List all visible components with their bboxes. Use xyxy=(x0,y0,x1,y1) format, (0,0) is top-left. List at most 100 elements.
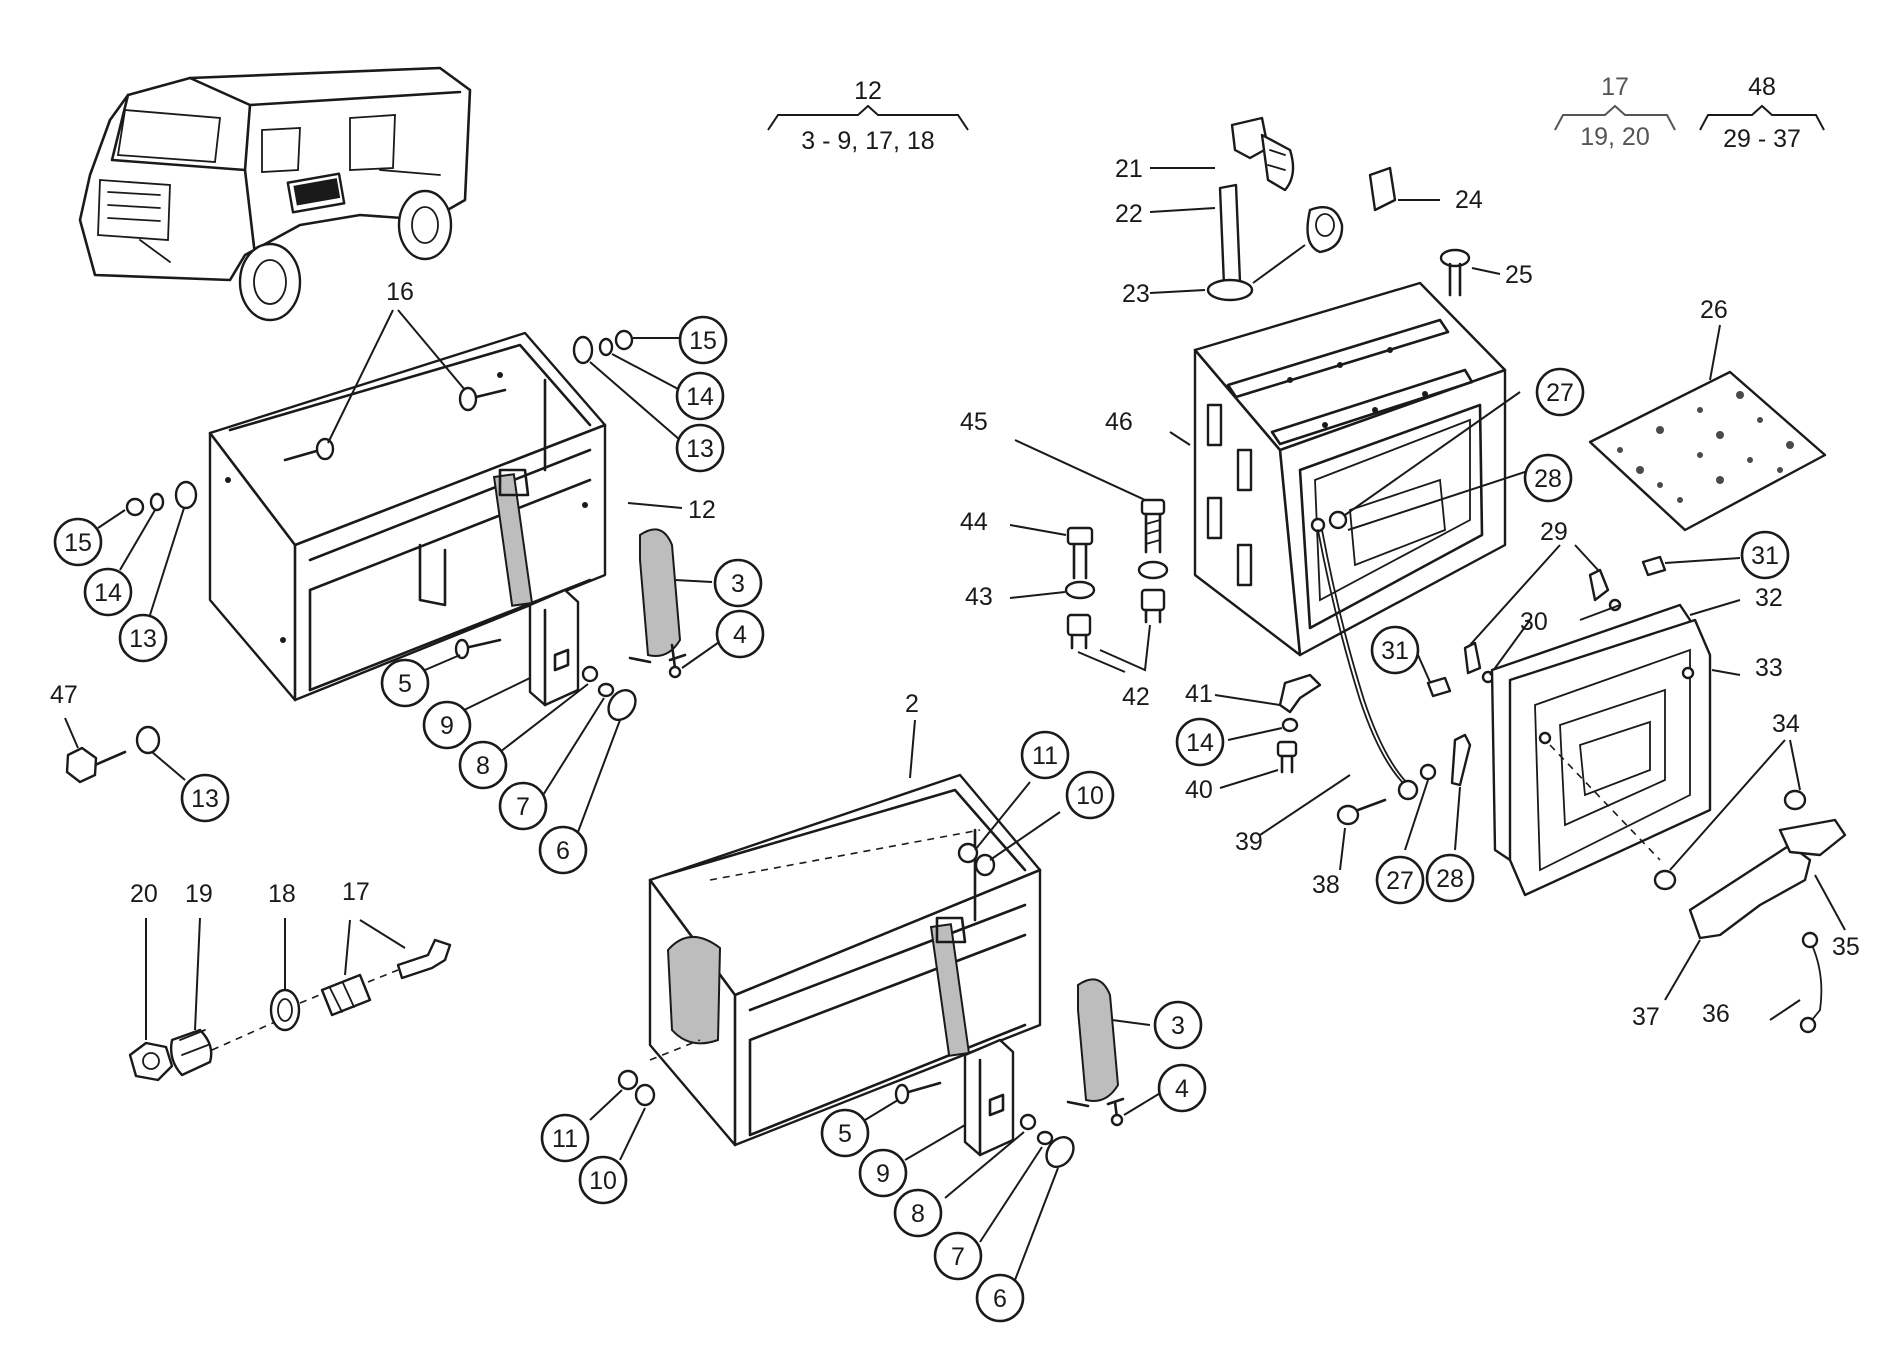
part-label-22: 22 xyxy=(1115,200,1143,228)
group-child-range: 3 - 9, 17, 18 xyxy=(801,127,934,155)
callout-11: 11 xyxy=(1020,730,1070,780)
part-label-20: 20 xyxy=(130,880,158,908)
part-label-25: 25 xyxy=(1505,261,1533,289)
part-label-45: 45 xyxy=(960,408,988,436)
part-label-40: 40 xyxy=(1185,776,1213,804)
part-label-32: 32 xyxy=(1755,584,1783,612)
svg-text:13: 13 xyxy=(129,625,157,653)
svg-text:27: 27 xyxy=(1386,867,1414,895)
clips-29-31: 29 30 xyxy=(1426,518,1741,698)
svg-text:4: 4 xyxy=(733,621,747,649)
callout-10: 10 xyxy=(1065,770,1115,820)
callout-14: 14 xyxy=(83,567,133,617)
svg-text:14: 14 xyxy=(94,579,122,607)
svg-text:31: 31 xyxy=(1381,637,1409,665)
svg-text:15: 15 xyxy=(64,529,92,557)
callout-9: 9 xyxy=(422,700,472,750)
svg-text:14: 14 xyxy=(1186,729,1214,757)
group-parent-number: 17 xyxy=(1601,73,1629,101)
callout-3: 3 xyxy=(713,558,763,608)
callout-28: 28 xyxy=(1523,453,1573,503)
callout-11: 11 xyxy=(540,1113,590,1163)
svg-text:6: 6 xyxy=(993,1285,1007,1313)
lock-assembly: 20 19 18 17 xyxy=(128,878,452,1082)
group-parent-number: 12 xyxy=(854,77,882,105)
svg-text:3: 3 xyxy=(731,570,745,598)
svg-text:4: 4 xyxy=(1175,1075,1189,1103)
tool-box-upper xyxy=(208,331,607,702)
callout-6: 6 xyxy=(538,825,588,875)
part-label-38: 38 xyxy=(1312,871,1340,899)
handle-34-37: 34 35 36 37 xyxy=(1632,710,1860,1034)
svg-text:15: 15 xyxy=(689,327,717,355)
callout-28: 28 xyxy=(1425,853,1475,903)
group-child-range: 29 - 37 xyxy=(1723,125,1801,153)
part-label-43: 43 xyxy=(965,583,993,611)
bolts-42-45: 45 44 43 42 xyxy=(960,408,1169,711)
part-label-42: 42 xyxy=(1122,683,1150,711)
svg-text:31: 31 xyxy=(1751,542,1779,570)
svg-text:28: 28 xyxy=(1436,865,1464,893)
callout-14: 14 xyxy=(1175,717,1225,767)
part-label-29: 29 xyxy=(1540,518,1568,546)
svg-text:7: 7 xyxy=(516,793,530,821)
svg-text:10: 10 xyxy=(1076,782,1104,810)
part-label-35: 35 xyxy=(1832,933,1860,961)
callout-9: 9 xyxy=(858,1148,908,1198)
callout-4: 4 xyxy=(715,609,765,659)
callout-13: 13 xyxy=(675,423,725,473)
gasket-26: 26 xyxy=(1588,296,1827,532)
part-label-37: 37 xyxy=(1632,1003,1660,1031)
callout-27: 27 xyxy=(1535,367,1585,417)
svg-text:3: 3 xyxy=(1171,1012,1185,1040)
lid-32-33: 32 33 xyxy=(1490,584,1783,897)
part-label-17: 17 xyxy=(342,878,370,906)
filler-pipe: 21 22 23 xyxy=(1115,116,1344,308)
part-label-39: 39 xyxy=(1235,828,1263,856)
part-label-23: 23 xyxy=(1122,280,1150,308)
callout-10: 10 xyxy=(578,1155,628,1205)
callout-31: 31 xyxy=(1370,625,1420,675)
callout-13: 13 xyxy=(180,773,230,823)
callout-13: 13 xyxy=(118,613,168,663)
svg-text:27: 27 xyxy=(1546,379,1574,407)
part-label-19: 19 xyxy=(185,880,213,908)
tool-box-lower: 2 xyxy=(589,690,1061,1161)
callout-14: 14 xyxy=(675,371,725,421)
group-bracket-17: 17 19, 20 xyxy=(1554,73,1676,151)
callout-15: 15 xyxy=(53,517,103,567)
part-label-47: 47 xyxy=(50,681,78,709)
fasteners-38-27-28: 38 xyxy=(1312,733,1472,899)
fasteners-left-upper xyxy=(97,480,198,616)
part-label-36: 36 xyxy=(1702,1000,1730,1028)
callout-7: 7 xyxy=(498,781,548,831)
vehicle-illustration xyxy=(78,66,472,322)
group-bracket-48: 48 29 - 37 xyxy=(1699,73,1825,153)
callout-31: 31 xyxy=(1740,530,1790,580)
group-parent-number: 48 xyxy=(1748,73,1776,101)
part-label-2: 2 xyxy=(905,690,919,718)
callout-5: 5 xyxy=(820,1108,870,1158)
part-label-24: 24 xyxy=(1455,186,1483,214)
callout-8: 8 xyxy=(893,1188,943,1238)
svg-text:11: 11 xyxy=(552,1125,578,1153)
part-label-21: 21 xyxy=(1115,155,1143,183)
part-label-41: 41 xyxy=(1185,680,1213,708)
svg-text:5: 5 xyxy=(398,670,412,698)
callout-8: 8 xyxy=(458,740,508,790)
part-label-30: 30 xyxy=(1520,608,1548,636)
screw-47: 47 xyxy=(50,681,186,784)
part-label-12: 12 xyxy=(688,496,716,524)
callout-15: 15 xyxy=(678,315,728,365)
fasteners-right-upper xyxy=(572,329,681,441)
svg-text:13: 13 xyxy=(686,435,714,463)
svg-text:6: 6 xyxy=(556,837,570,865)
carriage-bolts-16: 16 xyxy=(283,278,507,462)
callout-27: 27 xyxy=(1375,855,1425,905)
svg-text:7: 7 xyxy=(951,1243,965,1271)
svg-text:9: 9 xyxy=(440,712,454,740)
hardware-upper-box xyxy=(424,528,723,841)
part-label-44: 44 xyxy=(960,508,988,536)
callout-7: 7 xyxy=(933,1231,983,1281)
